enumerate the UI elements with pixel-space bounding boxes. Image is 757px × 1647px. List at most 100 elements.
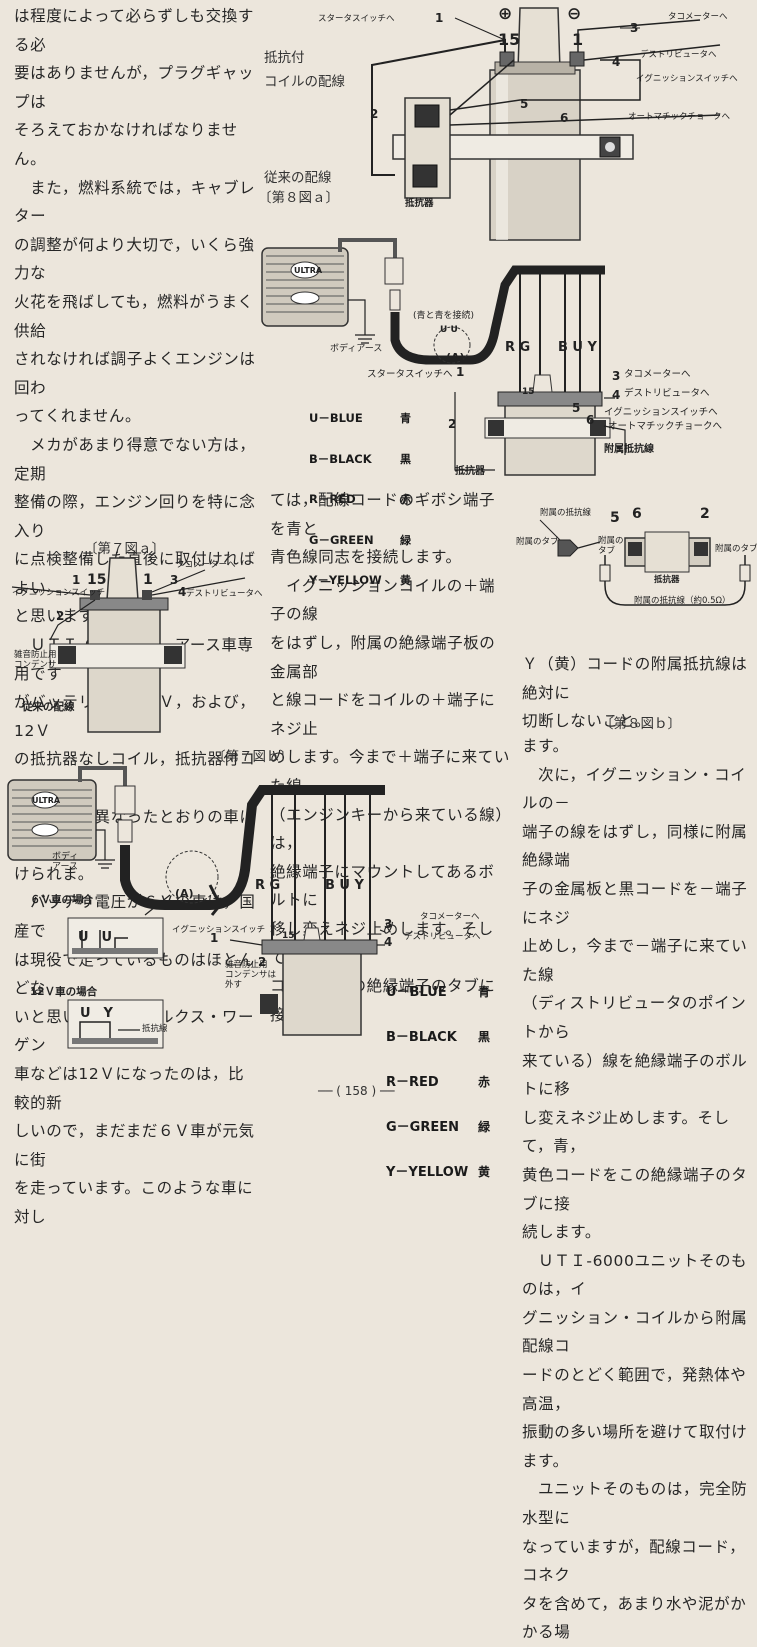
fig7b-number-3: 3	[384, 917, 393, 931]
fig7a-terminal-1: 1	[143, 572, 153, 588]
fig8a-coil-wiring-title: コイルの配線	[264, 74, 345, 90]
text-line: 青色線同志を接続します。	[270, 548, 462, 567]
fig8a-label-resistor: 抵抗器	[405, 198, 434, 209]
fig7b-case-12v: 12Ｖ車の場合	[30, 986, 98, 998]
text-line: 子の金属板と黒コードを－端子にネジ	[522, 879, 748, 927]
fig8a-resistor-label: 抵抗器	[455, 466, 485, 477]
legend-red-jp: 赤	[400, 493, 411, 506]
text-line: Ｙ（黄）コードの附属抵抗線は絶対に	[522, 655, 748, 702]
text-line: けられま。	[14, 864, 94, 883]
legend-black: B－BLACK	[386, 1030, 457, 1045]
text-line: しいので，まだまだ６Ｖ車が元気に街	[14, 1122, 255, 1169]
fig8b-resist-wire-label: 附属の抵抗線（約0.5Ω）	[634, 596, 731, 606]
fig8b-caption: 〔第８図ｂ〕	[600, 716, 681, 732]
text-line: そろえておかなければなりません。	[14, 121, 238, 168]
fig8a-wiring-drawing	[261, 238, 626, 476]
fig7b-uy-label: U Y	[80, 1006, 113, 1021]
text-line: の調整が何より大切で，いくら強力な	[14, 235, 255, 283]
fig8a-legend: U－BLUE B－BLACK R－RED G－GREEN Y－YELLOW	[309, 385, 382, 601]
text-line: をはずし，附属の絶縁端子板の金属部	[270, 633, 496, 681]
fig8a-label-choke: オートマチックチョークへ	[628, 112, 731, 122]
text-line: ては，配線コードのギボシ端子を青と	[270, 491, 496, 538]
fig8a-number-6: 6	[560, 111, 569, 125]
legend-blue-jp: 青	[400, 412, 411, 425]
fig8a-choke-label: オートマチックチョークへ	[608, 421, 723, 432]
fig7a-condenser: 雑音防止用 コンデンサ	[14, 650, 57, 670]
text-line: 整備の際，エンジン回りを特に念入り	[14, 493, 256, 540]
fig8a-label-starter: スタータスイッチへ	[318, 14, 395, 24]
fig8b-number-6: 6	[632, 506, 642, 522]
fig8b-resistor-label: 抵抗器	[654, 575, 680, 585]
text-line: と線コードをコイルの＋端子にネジ止	[270, 691, 496, 738]
fig8a-a-mark: (A)	[446, 351, 465, 364]
fig7a-caption: 〔第７図ａ〕	[84, 541, 165, 557]
legend-yellow: Y－YELLOW	[309, 573, 382, 587]
fig7b-drawing	[7, 766, 386, 1049]
text-line: し変えネジ止めします。そして，青，	[522, 1108, 730, 1156]
text-line: ます。	[522, 737, 569, 755]
fig8a-rg-label: R G	[505, 340, 531, 355]
fig8a-wire-1: 1	[456, 365, 465, 379]
fig8b-number-2: 2	[700, 506, 710, 522]
fig8a-label-ignition: イグニッションスイッチへ	[636, 74, 738, 84]
fig8a-terminal-1: 1	[572, 30, 584, 49]
text-line: タを含めて，あまり水や泥がかかる場	[522, 1594, 747, 1642]
fig8a-coil-diagram: ⊕ ⊖ 15 1 スタータスイッチへ 1 3 タコメーターへ 4 デストリビュー…	[0, 0, 757, 241]
fig8a-resist-coil-title: 抵抗付	[264, 50, 305, 66]
fig8a-uu-label: U U	[440, 325, 458, 335]
fig7a-diagram: 15 1 タコメーターへ 3 1 イグニッションスイッチ 4 デストリビュータへ…	[0, 0, 263, 740]
fig8a-wire-2: 2	[448, 417, 457, 431]
fig7a-ignition: イグニッションスイッチ	[12, 588, 106, 598]
text-line: を走っています。このような車に対し	[14, 1179, 254, 1226]
legend-black-jp: 黒	[478, 1030, 491, 1044]
fig8a-blue-connect-note: (青と青を接続)	[413, 311, 475, 321]
text-line: 来ている）線を絶縁端子のボルトに移	[522, 1051, 748, 1099]
text-line: ードのとどく範囲で，発熱体や高温，	[522, 1366, 747, 1413]
fig8a-legend-jp: 青 黒 赤 緑 黄	[400, 385, 411, 601]
fig8a-number-2: 2	[370, 107, 379, 121]
fig8b-tab-left: 附属のタブ	[516, 537, 559, 547]
text-line: 黄色コードをこの絶縁端子のタブに接	[522, 1165, 748, 1213]
legend-green-jp: 緑	[478, 1120, 491, 1134]
fig8a-label-tacho: タコメーターへ	[668, 12, 728, 22]
fig7b-caption: 〔第７図ｂ〕	[212, 749, 293, 765]
fig8a-wire-15: 15	[522, 387, 535, 397]
text-line: イグニッションコイルの＋端子の線	[270, 576, 496, 624]
fig8a-ignition-label: イグニッションスイッチへ	[604, 407, 718, 418]
legend-green: G－GREEN	[309, 532, 374, 547]
fig7b-number-2: 2	[258, 955, 267, 969]
page-number: ── ( 158 ) ──	[318, 1084, 395, 1098]
fig7b-tacho: タコメーターへ	[420, 912, 480, 922]
fig8b-drawing	[539, 519, 751, 606]
fig7a-drawing	[11, 557, 246, 733]
fig7b-buy-label: B U Y	[325, 878, 364, 893]
legend-blue: U－BLUE	[309, 411, 363, 425]
fig8a-coil-drawing	[371, 7, 721, 241]
text-line: 続します。	[522, 1223, 601, 1242]
fig7a-tacho: タコメーターへ	[176, 560, 236, 570]
fig8a-wire-4: 4	[612, 388, 621, 402]
text-line: （エンジンキーから来ている線）は，	[270, 805, 504, 853]
fig7b-legend: U－BLUE B－BLACK R－RED G－GREEN Y－YELLOW	[386, 955, 468, 1195]
fig8a-label-distributor: デストリビュータへ	[640, 50, 717, 60]
text-line: グニッション・コイルから附属配線コ	[522, 1308, 748, 1356]
legend-yellow-jp: 黄	[478, 1165, 491, 1179]
fig7a-number-3: 3	[170, 573, 179, 587]
legend-red: R－RED	[386, 1075, 439, 1090]
text-line: 次に，イグニッション・コイルの－	[522, 765, 747, 813]
col2-text-mid: ては，配線コードのギボシ端子を青と 青色線同志を接続します。 イグニッションコイ…	[270, 486, 510, 1029]
text-line: メカがあまり得意でない方は，定期	[14, 435, 256, 483]
fig7b-resist-wire: 抵抗線	[142, 1024, 168, 1034]
text-line: 切断しないこと。	[522, 712, 651, 731]
legend-red: R－RED	[309, 492, 356, 506]
fig8a-wire-3: 3	[612, 369, 621, 383]
fig7b-uu-label: U U	[78, 930, 113, 945]
fig7b-a-mark: (A)	[175, 887, 194, 900]
fig8a-starter-label: スタータスイッチへ	[367, 369, 453, 380]
text-line: 火花を飛ばしても，燃料がうまく供給	[14, 292, 254, 340]
fig7a-distributor: デストリビュータへ	[186, 589, 263, 599]
fig7b-legend-jp: 青 黒 赤 緑 黄	[478, 955, 490, 1195]
fig8a-distributor-label: デストリビュータへ	[624, 388, 710, 399]
legend-black: B－BLACK	[309, 451, 372, 466]
fig8a-wiring-diagram: ULTRA ボディアース (青と青を接続) U U (A) R G B U Y …	[0, 0, 757, 500]
